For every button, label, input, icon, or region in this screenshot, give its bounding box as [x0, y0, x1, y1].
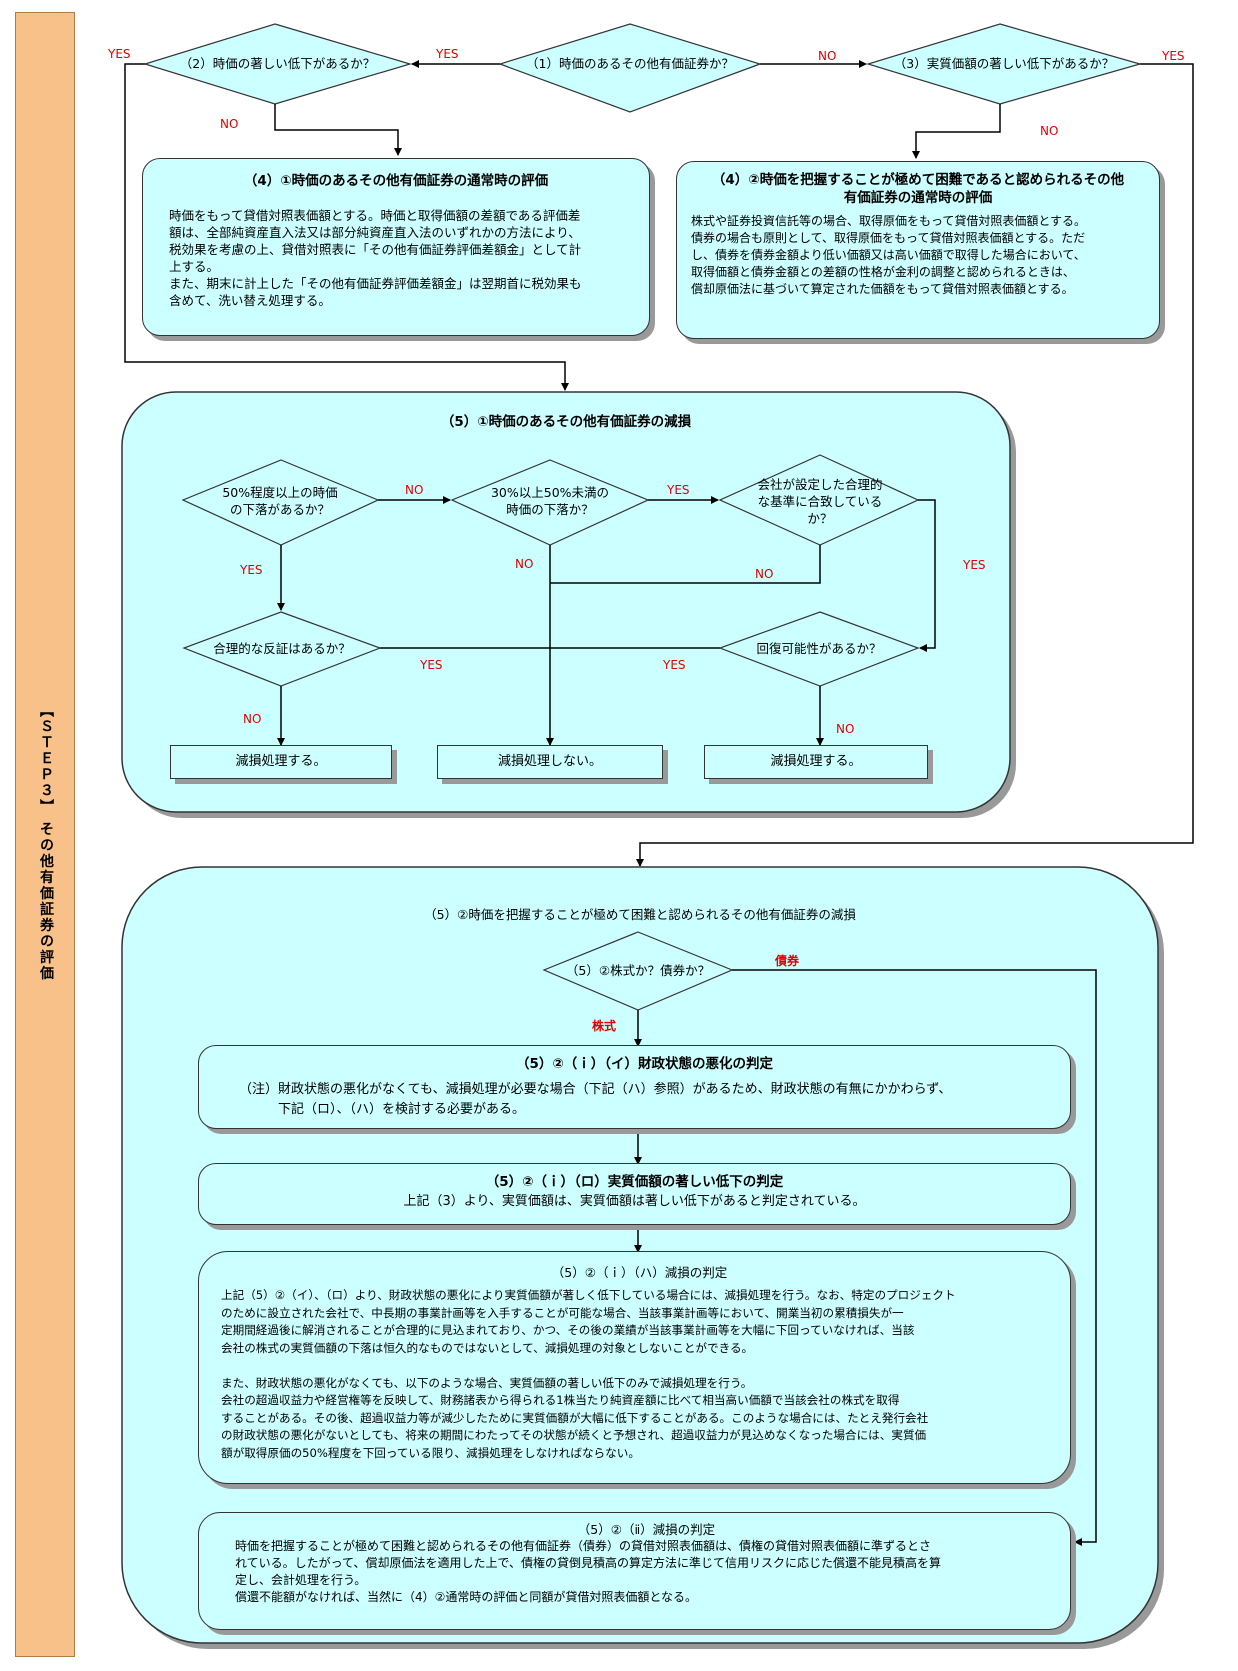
s51-q4-no-label: NO [243, 712, 262, 726]
q1-yes-label: YES [436, 47, 459, 61]
s51-q3-no-line [550, 545, 821, 584]
s52-bond-line [732, 969, 1097, 1546]
box-42-body: 株式や証券投資信託等の場合、取得原価をもって貸借対照表価額とする。 債券の場合も… [691, 214, 1087, 296]
s51-q1-no-label: NO [405, 483, 424, 497]
s51-q3-yes-line [918, 499, 936, 652]
q3-no-line [912, 104, 1001, 159]
box-52-i-i: （5）②（ｉ）（イ）財政状態の悪化の判定 （注）財政状態の悪化がなくても、減損処… [198, 1045, 1071, 1129]
q1-no-label: NO [818, 49, 837, 63]
section-52-title: （5）②時価を把握することが極めて困難と認められるその他有価証券の減損 [424, 907, 856, 922]
box-52-ii-body: 時価を把握することが極めて困難と認められるその他有価証券（債券）の貸借対照表価額… [235, 1539, 941, 1604]
box-52-i-ro: （5）②（ｉ）（ロ）実質価額の著しい低下の判定 上記（3）より、実質価額は、実質… [198, 1163, 1071, 1225]
decision-q1-text: （1）時価のあるその他有価証券か？ [526, 56, 734, 71]
s51-q4-yes-label: YES [420, 658, 443, 672]
box-52-ii-title: （5）②（ⅱ）減損の判定 [577, 1522, 716, 1537]
q3-yes-line [636, 63, 1194, 867]
box-41-normal-evaluation: （4）①時価のあるその他有価証券の通常時の評価 時価をもって貸借対照表価額とする… [142, 158, 650, 336]
box-52-i-i-title: （5）②（ｉ）（イ）財政状態の悪化の判定 [515, 1056, 774, 1072]
step-sidebar-label: 【ＳＴＥＰ３】 その他有価証券の評価 [38, 703, 54, 982]
s51-q5-no-label: NO [836, 722, 855, 736]
s51-q3-yes-label: YES [963, 558, 986, 572]
s51-q1-text: 50%程度以上の時価 の下落があるか？ [222, 485, 338, 517]
q2-no-label: NO [220, 117, 239, 131]
section-51-title: （5）①時価のあるその他有価証券の減損 [440, 414, 692, 430]
box-52-i-ha: （5）②（ｉ）（ハ）減損の判定 上記（5）②（イ）、（ロ）より、財政状態の悪化に… [198, 1251, 1071, 1484]
s51-q2-yes-label: YES [667, 483, 690, 497]
q3-yes-label: YES [1162, 49, 1185, 63]
box-41-body: 時価をもって貸借対照表価額とする。時価と取得価額の差額である評価差 額は、全部純… [169, 208, 582, 308]
q3-no-label: NO [1040, 124, 1059, 138]
s52-q-text: （5）②株式か？債券か？ [565, 963, 711, 978]
decision-q2-text: （2）時価の著しい低下があるか？ [179, 56, 376, 71]
box-52-i-ha-body: 上記（5）②（イ）、（ロ）より、財政状態の悪化により実質価額が著しく低下している… [221, 1288, 956, 1460]
s52-stock-label: 株式 [592, 1019, 617, 1033]
s51-q1-yes-label: YES [240, 563, 263, 577]
s51-q3-no-label: NO [755, 567, 774, 581]
box-42-normal-evaluation: （4）②時価を把握することが極めて困難であると認められるその他 有価証券の通常時… [676, 161, 1160, 339]
box-52-ii: （5）②（ⅱ）減損の判定 時価を把握することが極めて困難と認められるその他有価証… [198, 1512, 1071, 1630]
box-52-i-i-body: （注）財政状態の悪化がなくても、減損処理が必要な場合（下記（ハ）参照）があるため… [239, 1082, 952, 1117]
s51-q3-text: 会社が設定した合理的 な基準に合致している か？ [757, 477, 883, 526]
q2-no-line [274, 104, 402, 156]
s51-q2-no-label: NO [515, 557, 534, 571]
s51-q5-text: 回復可能性があるか？ [756, 641, 882, 656]
step-sidebar: 【ＳＴＥＰ３】 その他有価証券の評価 [15, 12, 75, 1657]
q2-yes-line [124, 63, 569, 391]
s51-result-3: 減損処理する。 [704, 745, 928, 779]
decision-q3-text: （3）実質価額の著しい低下があるか？ [893, 56, 1115, 71]
q2-yes-label: YES [108, 47, 131, 61]
s51-result-1: 減損処理する。 [170, 745, 392, 779]
decision-q1-diamond [498, 23, 762, 113]
box-52-i-ha-title: （5）②（ｉ）（ハ）減損の判定 [551, 1265, 728, 1280]
box-42-title: （4）②時価を把握することが極めて困難であると認められるその他 有価証券の通常時… [711, 172, 1125, 206]
s52-bond-label: 債券 [775, 954, 800, 968]
s51-result-2: 減損処理しない。 [437, 745, 663, 779]
s51-q2-text: 30%以上50%未満の 時価の下落か？ [490, 485, 610, 517]
box-52-i-ro-title: （5）②（ｉ）（ロ）実質価額の著しい低下の判定 [485, 1174, 784, 1190]
s51-q4-text: 合理的な反証はあるか？ [213, 641, 351, 656]
s51-q5-yes-label: YES [663, 658, 686, 672]
box-41-title: （4）①時価のあるその他有価証券の通常時の評価 [243, 173, 549, 189]
box-52-i-ro-body: 上記（3）より、実質価額は、実質価額は著しい低下があると判定されている。 [403, 1194, 866, 1209]
